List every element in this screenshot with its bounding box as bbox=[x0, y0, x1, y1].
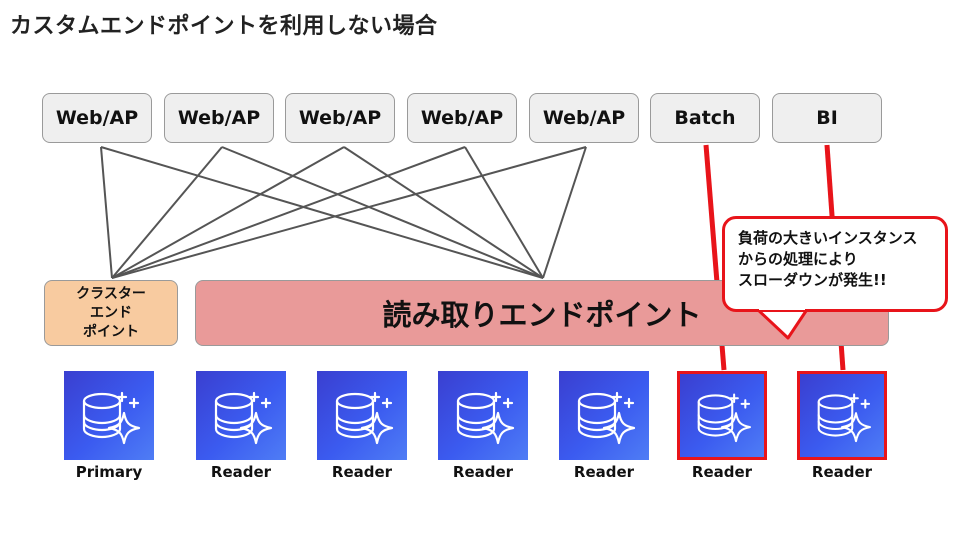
db-instance-4 bbox=[438, 371, 528, 460]
app-box-batch: Batch bbox=[650, 93, 760, 143]
db-instance-3 bbox=[317, 371, 407, 460]
cluster-endpoint-line: エンド bbox=[90, 304, 132, 321]
db-instance-label: Primary bbox=[75, 463, 143, 481]
connector bbox=[100, 146, 113, 279]
aurora-database-sparkle-icon bbox=[456, 391, 515, 445]
app-box-web-ap-2: Web/AP bbox=[164, 93, 274, 143]
aurora-database-sparkle-icon bbox=[577, 391, 636, 445]
callout-line: 負荷の大きいインスタンス bbox=[738, 229, 918, 247]
db-instance-6 bbox=[677, 371, 767, 460]
db-instance-label: Reader bbox=[452, 463, 514, 481]
cluster-endpoint-line: ポイント bbox=[83, 323, 139, 340]
connector bbox=[100, 146, 544, 279]
db-instance-2 bbox=[196, 371, 286, 460]
connector bbox=[111, 146, 587, 279]
db-instance-label: Reader bbox=[573, 463, 635, 481]
aurora-database-sparkle-icon bbox=[214, 391, 273, 445]
callout-tail-join bbox=[759, 305, 805, 310]
connector bbox=[111, 146, 345, 279]
db-instance-label: Reader bbox=[210, 463, 272, 481]
app-box-web-ap-1: Web/AP bbox=[42, 93, 152, 143]
db-instance-label: Reader bbox=[331, 463, 393, 481]
db-instance-5 bbox=[559, 371, 649, 460]
connector bbox=[542, 146, 587, 279]
db-instance-7 bbox=[797, 371, 887, 460]
connector bbox=[111, 146, 466, 279]
slowdown-callout: 負荷の大きいインスタンス からの処理により スローダウンが発生!! bbox=[722, 216, 948, 312]
aurora-database-sparkle-icon bbox=[335, 391, 394, 445]
cluster-endpoint: クラスター エンド ポイント bbox=[44, 280, 178, 346]
cluster-endpoint-line: クラスター bbox=[76, 285, 146, 302]
app-box-bi: BI bbox=[772, 93, 882, 143]
db-instance-1 bbox=[64, 371, 154, 460]
db-instance-label: Reader bbox=[811, 463, 873, 481]
app-box-web-ap-4: Web/AP bbox=[407, 93, 517, 143]
page-title: カスタムエンドポイントを利用しない場合 bbox=[10, 14, 438, 39]
reader-endpoint-label: 読み取りエンドポイント bbox=[382, 298, 702, 332]
app-box-web-ap-3: Web/AP bbox=[285, 93, 395, 143]
aurora-database-sparkle-icon bbox=[82, 391, 141, 445]
app-box-web-ap-5: Web/AP bbox=[529, 93, 639, 143]
aurora-database-sparkle-icon bbox=[697, 393, 752, 443]
aurora-database-sparkle-icon bbox=[817, 393, 872, 443]
connector bbox=[464, 146, 544, 279]
callout-line: からの処理により bbox=[738, 250, 858, 268]
callout-line: スローダウンが発生!! bbox=[738, 271, 887, 289]
connector bbox=[343, 146, 544, 279]
connector bbox=[221, 146, 544, 279]
db-instance-label: Reader bbox=[691, 463, 753, 481]
connector bbox=[111, 146, 223, 279]
